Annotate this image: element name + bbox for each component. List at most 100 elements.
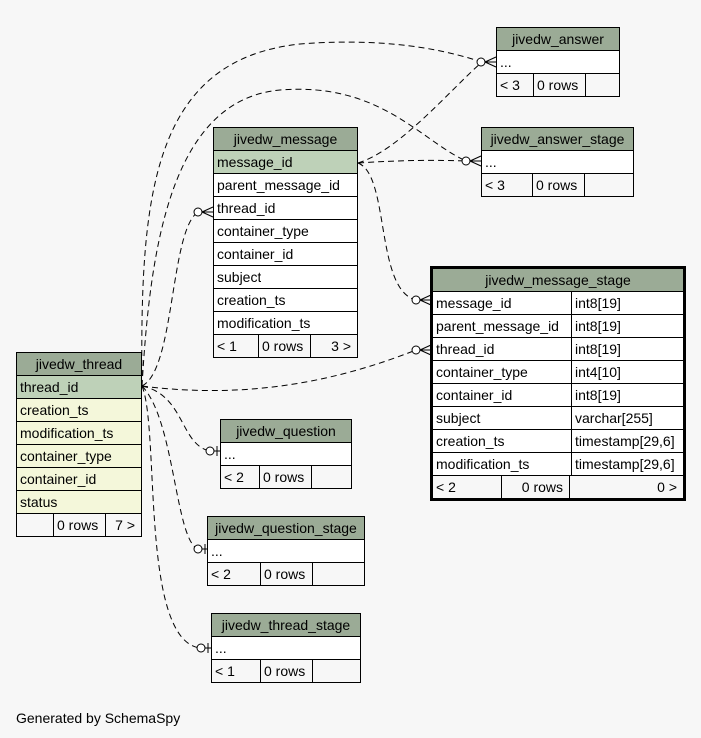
table-row: thread_id int8[19] (433, 338, 683, 361)
column-name: creation_ts (217, 292, 286, 308)
child-count: 3 > (310, 335, 357, 357)
table-title: jivedw_message_stage (433, 269, 683, 292)
column-type: timestamp[29,6] (571, 430, 683, 452)
crowfoot-mark (205, 643, 211, 653)
column-name: container_type (436, 364, 528, 380)
table-row: subject (214, 266, 357, 289)
column-name: container_type (217, 223, 309, 239)
child-count: 7 > (105, 514, 141, 536)
table-row: message_id int8[19] (433, 292, 683, 315)
table-row: modification_ts timestamp[29,6] (433, 453, 683, 476)
crowfoot-circle (205, 446, 215, 456)
relation-line (357, 159, 467, 164)
table-title: jivedw_message (214, 128, 357, 151)
table-title: jivedw_answer_stage (482, 128, 633, 151)
table-jivedw-question-stage[interactable]: jivedw_question_stage ... < 2 0 rows (207, 516, 365, 586)
table-jivedw-answer-stage[interactable]: jivedw_answer_stage ... < 3 0 rows (481, 127, 634, 197)
table-row: ... (212, 637, 360, 660)
child-count (584, 174, 633, 196)
table-row: subject varchar[255] (433, 407, 683, 430)
table-row: modification_ts (214, 312, 357, 335)
table-row: parent_message_id (214, 174, 357, 197)
relation-line (141, 211, 199, 387)
parent-count: < 1 (217, 338, 237, 354)
table-jivedw-thread[interactable]: jivedw_thread thread_id creation_ts modi… (16, 352, 142, 537)
crowfoot-mark (419, 344, 432, 356)
row-count: 0 rows (533, 74, 585, 96)
relation-line (141, 385, 199, 550)
crowfoot-circle (193, 544, 203, 554)
table-row: creation_ts (17, 399, 141, 422)
table-title: jivedw_answer (497, 28, 619, 51)
relation-line (141, 385, 201, 649)
table-jivedw-message[interactable]: jivedw_message message_id parent_message… (213, 127, 358, 358)
table-jivedw-answer[interactable]: jivedw_answer ... < 3 0 rows (496, 27, 620, 97)
crowfoot-mark (484, 56, 497, 68)
column-name: ... (500, 54, 512, 70)
column-name: thread_id (436, 341, 495, 357)
column-name: ... (224, 446, 236, 462)
row-count: 0 rows (260, 660, 312, 682)
crowfoot-circle (461, 156, 471, 166)
table-title: jivedw_thread (17, 353, 141, 376)
column-name: modification_ts (217, 315, 311, 331)
table-row: creation_ts timestamp[29,6] (433, 430, 683, 453)
column-name: thread_id (217, 200, 276, 216)
column-type: int8[19] (571, 315, 683, 337)
table-jivedw-thread-stage[interactable]: jivedw_thread_stage ... < 1 0 rows (211, 613, 361, 683)
column-name: container_id (217, 246, 294, 262)
column-name: creation_ts (20, 402, 89, 418)
column-name: ... (215, 640, 227, 656)
crowfoot-circle (411, 295, 421, 305)
parent-count: < 1 (215, 663, 235, 679)
table-row: modification_ts (17, 422, 141, 445)
table-footer: < 3 0 rows (497, 74, 619, 96)
table-row: thread_id (214, 197, 357, 220)
column-name: thread_id (20, 379, 79, 395)
crowfoot-circle (196, 643, 206, 653)
column-type: int8[19] (571, 384, 683, 406)
column-name: ... (485, 154, 497, 170)
child-count (312, 660, 360, 682)
table-footer: < 1 0 rows 3 > (214, 335, 357, 357)
relation-line (357, 61, 483, 164)
crowfoot-mark (214, 446, 220, 456)
column-name: container_id (20, 471, 97, 487)
table-title: jivedw_thread_stage (212, 614, 360, 637)
row-count: 0 rows (532, 174, 584, 196)
table-row: thread_id (17, 376, 141, 399)
parent-count: < 2 (224, 469, 244, 485)
table-jivedw-message-stage[interactable]: jivedw_message_stage message_id int8[19]… (430, 266, 686, 501)
table-row: container_type (214, 220, 357, 243)
table-row: status (17, 491, 141, 514)
table-row: container_id (17, 468, 141, 491)
table-footer: < 2 0 rows (221, 466, 351, 488)
column-type: timestamp[29,6] (571, 453, 683, 475)
table-jivedw-question[interactable]: jivedw_question ... < 2 0 rows (220, 419, 352, 489)
table-footer: 0 rows 7 > (17, 514, 141, 536)
parent-count (17, 514, 53, 536)
crowfoot-circle (193, 207, 203, 217)
column-name: message_id (217, 154, 293, 170)
parent-count: < 2 (436, 479, 456, 495)
crowfoot-mark (419, 294, 432, 306)
table-title: jivedw_question_stage (208, 517, 364, 540)
table-row: message_id (214, 151, 357, 174)
row-count: 0 rows (501, 476, 569, 498)
column-name: status (20, 494, 58, 510)
table-footer: < 2 0 rows (208, 563, 364, 585)
table-row: container_type int4[10] (433, 361, 683, 384)
table-row: container_type (17, 445, 141, 468)
table-row: container_id int8[19] (433, 384, 683, 407)
row-count: 0 rows (259, 466, 311, 488)
table-row: parent_message_id int8[19] (433, 315, 683, 338)
column-type: int8[19] (571, 292, 683, 314)
crowfoot-circle (411, 345, 421, 355)
child-count: 0 > (569, 476, 683, 498)
column-name: parent_message_id (217, 177, 340, 193)
parent-count: < 3 (485, 177, 505, 193)
column-name: container_type (20, 448, 112, 464)
relation-line (141, 349, 417, 392)
row-count: 0 rows (260, 563, 312, 585)
